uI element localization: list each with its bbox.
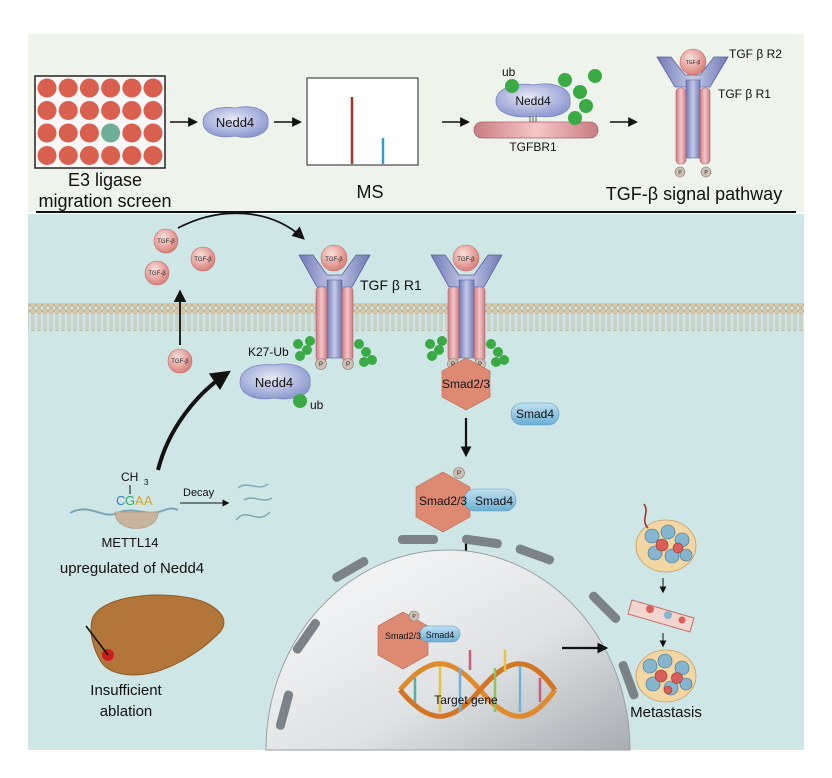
cgaa-g: G xyxy=(125,493,135,508)
screen-label-line1: E3 ligase xyxy=(68,170,142,190)
plate-well xyxy=(101,146,121,165)
nedd4-main: Nedd4 ub xyxy=(239,363,324,412)
methyl-label: CH xyxy=(121,470,138,484)
mettl14-label: METTL14 xyxy=(101,535,158,550)
svg-text:TGF-β: TGF-β xyxy=(457,257,475,263)
smad23-bound xyxy=(441,357,491,411)
svg-text:Smad2/3: Smad2/3 xyxy=(385,631,421,641)
receptor-r1-label-main: TGF β R1 xyxy=(360,277,422,293)
cgaa-a1: A xyxy=(135,493,144,508)
plate-well xyxy=(101,78,121,98)
insufficient-label-line1: Insufficient xyxy=(90,682,162,699)
plate-well xyxy=(58,146,78,165)
svg-text:TGF-β: TGF-β xyxy=(325,257,343,263)
liver-ablation xyxy=(85,594,225,676)
cgaa-a2: A xyxy=(144,493,153,508)
nedd4-top: Nedd4 xyxy=(202,106,269,138)
plate-well xyxy=(37,146,57,165)
svg-text:TGF-β: TGF-β xyxy=(686,60,701,66)
svg-text:P: P xyxy=(319,362,323,368)
svg-text:P: P xyxy=(412,614,416,620)
arrow-ligand-to-receptor xyxy=(177,212,305,240)
ub-label-main: ub xyxy=(310,398,324,412)
tumor-cluster-top xyxy=(635,503,697,573)
plate-well xyxy=(79,123,99,143)
plate-well xyxy=(143,123,163,143)
plate-well xyxy=(122,146,142,165)
plate-well xyxy=(37,123,57,143)
plate-well xyxy=(58,78,78,98)
methyl-subscript: 3 xyxy=(144,478,149,487)
plate-well xyxy=(79,101,99,120)
tumor-cluster-bottom xyxy=(635,649,697,703)
plate-well xyxy=(122,123,142,143)
svg-text:Smad2/3: Smad2/3 xyxy=(419,494,467,508)
decay-label: Decay xyxy=(183,487,215,499)
arrow-upregulation xyxy=(156,370,231,471)
svg-text:P: P xyxy=(457,471,461,477)
svg-text:TGF-β: TGF-β xyxy=(157,239,175,245)
nedd4-label-top2: Nedd4 xyxy=(515,94,551,108)
screen-label-line2: migration screen xyxy=(38,191,171,211)
ms-label: MS xyxy=(357,182,384,202)
svg-text:Smad4: Smad4 xyxy=(516,407,554,421)
svg-text:P: P xyxy=(346,362,350,368)
free-tgfb-ligands: TGF-β TGF-β TGF-β TGF-β xyxy=(144,228,216,374)
plate-well xyxy=(58,123,78,143)
plate-well-hit xyxy=(101,123,121,143)
svg-text:P: P xyxy=(678,170,682,176)
cell-membrane xyxy=(28,303,804,331)
receptor-r2-label: TGF β R2 xyxy=(729,47,782,61)
receptor-r1-label-top: TGF β R1 xyxy=(718,87,771,101)
svg-text:TGF-β: TGF-β xyxy=(148,271,166,277)
plate-well xyxy=(58,101,78,120)
mettl14-mrna: CH 3 C G A A xyxy=(69,470,179,529)
migration-screen-plate xyxy=(34,75,166,169)
tgfbr1-binding-complex: ub Nedd4 xyxy=(473,65,602,139)
svg-text:TGF-β: TGF-β xyxy=(194,257,212,263)
receptor-complex-top: TGF-β P P xyxy=(656,48,729,178)
metastasis-label: Metastasis xyxy=(630,704,702,721)
cgaa-c: C xyxy=(116,493,125,508)
target-gene-label: Target gene xyxy=(434,693,498,707)
ms-spectrum-plot xyxy=(306,77,419,166)
plate-well xyxy=(143,78,163,98)
svg-text:Smad4: Smad4 xyxy=(426,630,455,640)
svg-text:TGF-β: TGF-β xyxy=(171,359,189,365)
tgfbr1-label: TGFBR1 xyxy=(509,140,557,154)
plate-well xyxy=(37,101,57,120)
svg-text:Smad4: Smad4 xyxy=(475,494,513,508)
svg-text:Smad2/3: Smad2/3 xyxy=(442,377,490,391)
plate-well xyxy=(122,101,142,120)
receptor-complex-k27: TGF-β P P xyxy=(293,244,377,370)
smad4-free: Smad4 xyxy=(510,402,560,426)
insufficient-label-line2: ablation xyxy=(100,703,153,720)
svg-text:Nedd4: Nedd4 xyxy=(216,115,254,130)
plate-well xyxy=(79,146,99,165)
plate-well xyxy=(122,78,142,98)
blood-vessel xyxy=(627,599,695,633)
plate-well xyxy=(79,78,99,98)
plate-well xyxy=(143,101,163,120)
smad-complex: Smad2/3 Smad4 P xyxy=(415,467,517,533)
plate-well xyxy=(143,146,163,165)
upregulated-label: upregulated of Nedd4 xyxy=(60,560,204,577)
degraded-mrna xyxy=(235,483,273,521)
svg-text:P: P xyxy=(478,362,482,368)
plate-well xyxy=(37,78,57,98)
svg-text:P: P xyxy=(704,170,708,176)
ub-label-top: ub xyxy=(502,65,516,79)
k27-ub-label: K27-Ub xyxy=(248,345,289,359)
nucleus: Smad2/3 Smad4 P xyxy=(265,534,639,751)
receptor-complex-smad: TGF-β P P Smad2/3 xyxy=(425,244,509,411)
plate-well xyxy=(101,101,121,120)
pathway-label: TGF-β signal pathway xyxy=(606,184,782,204)
svg-text:Nedd4: Nedd4 xyxy=(255,375,293,390)
